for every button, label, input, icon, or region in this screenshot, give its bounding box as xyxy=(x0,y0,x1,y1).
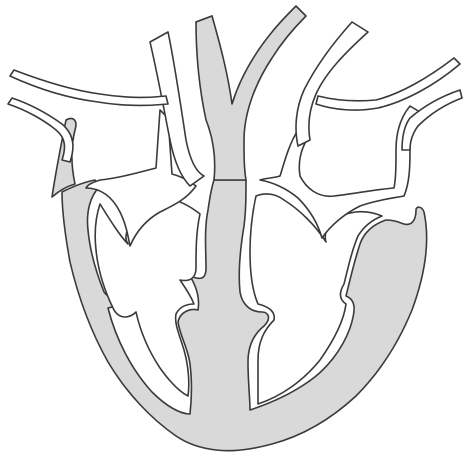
right-upper-vessel xyxy=(296,22,368,146)
lower-right-branch-vessel xyxy=(402,90,462,150)
lower-left-branch-vessel xyxy=(8,98,73,162)
upper-left-branch-vessel xyxy=(10,70,168,105)
